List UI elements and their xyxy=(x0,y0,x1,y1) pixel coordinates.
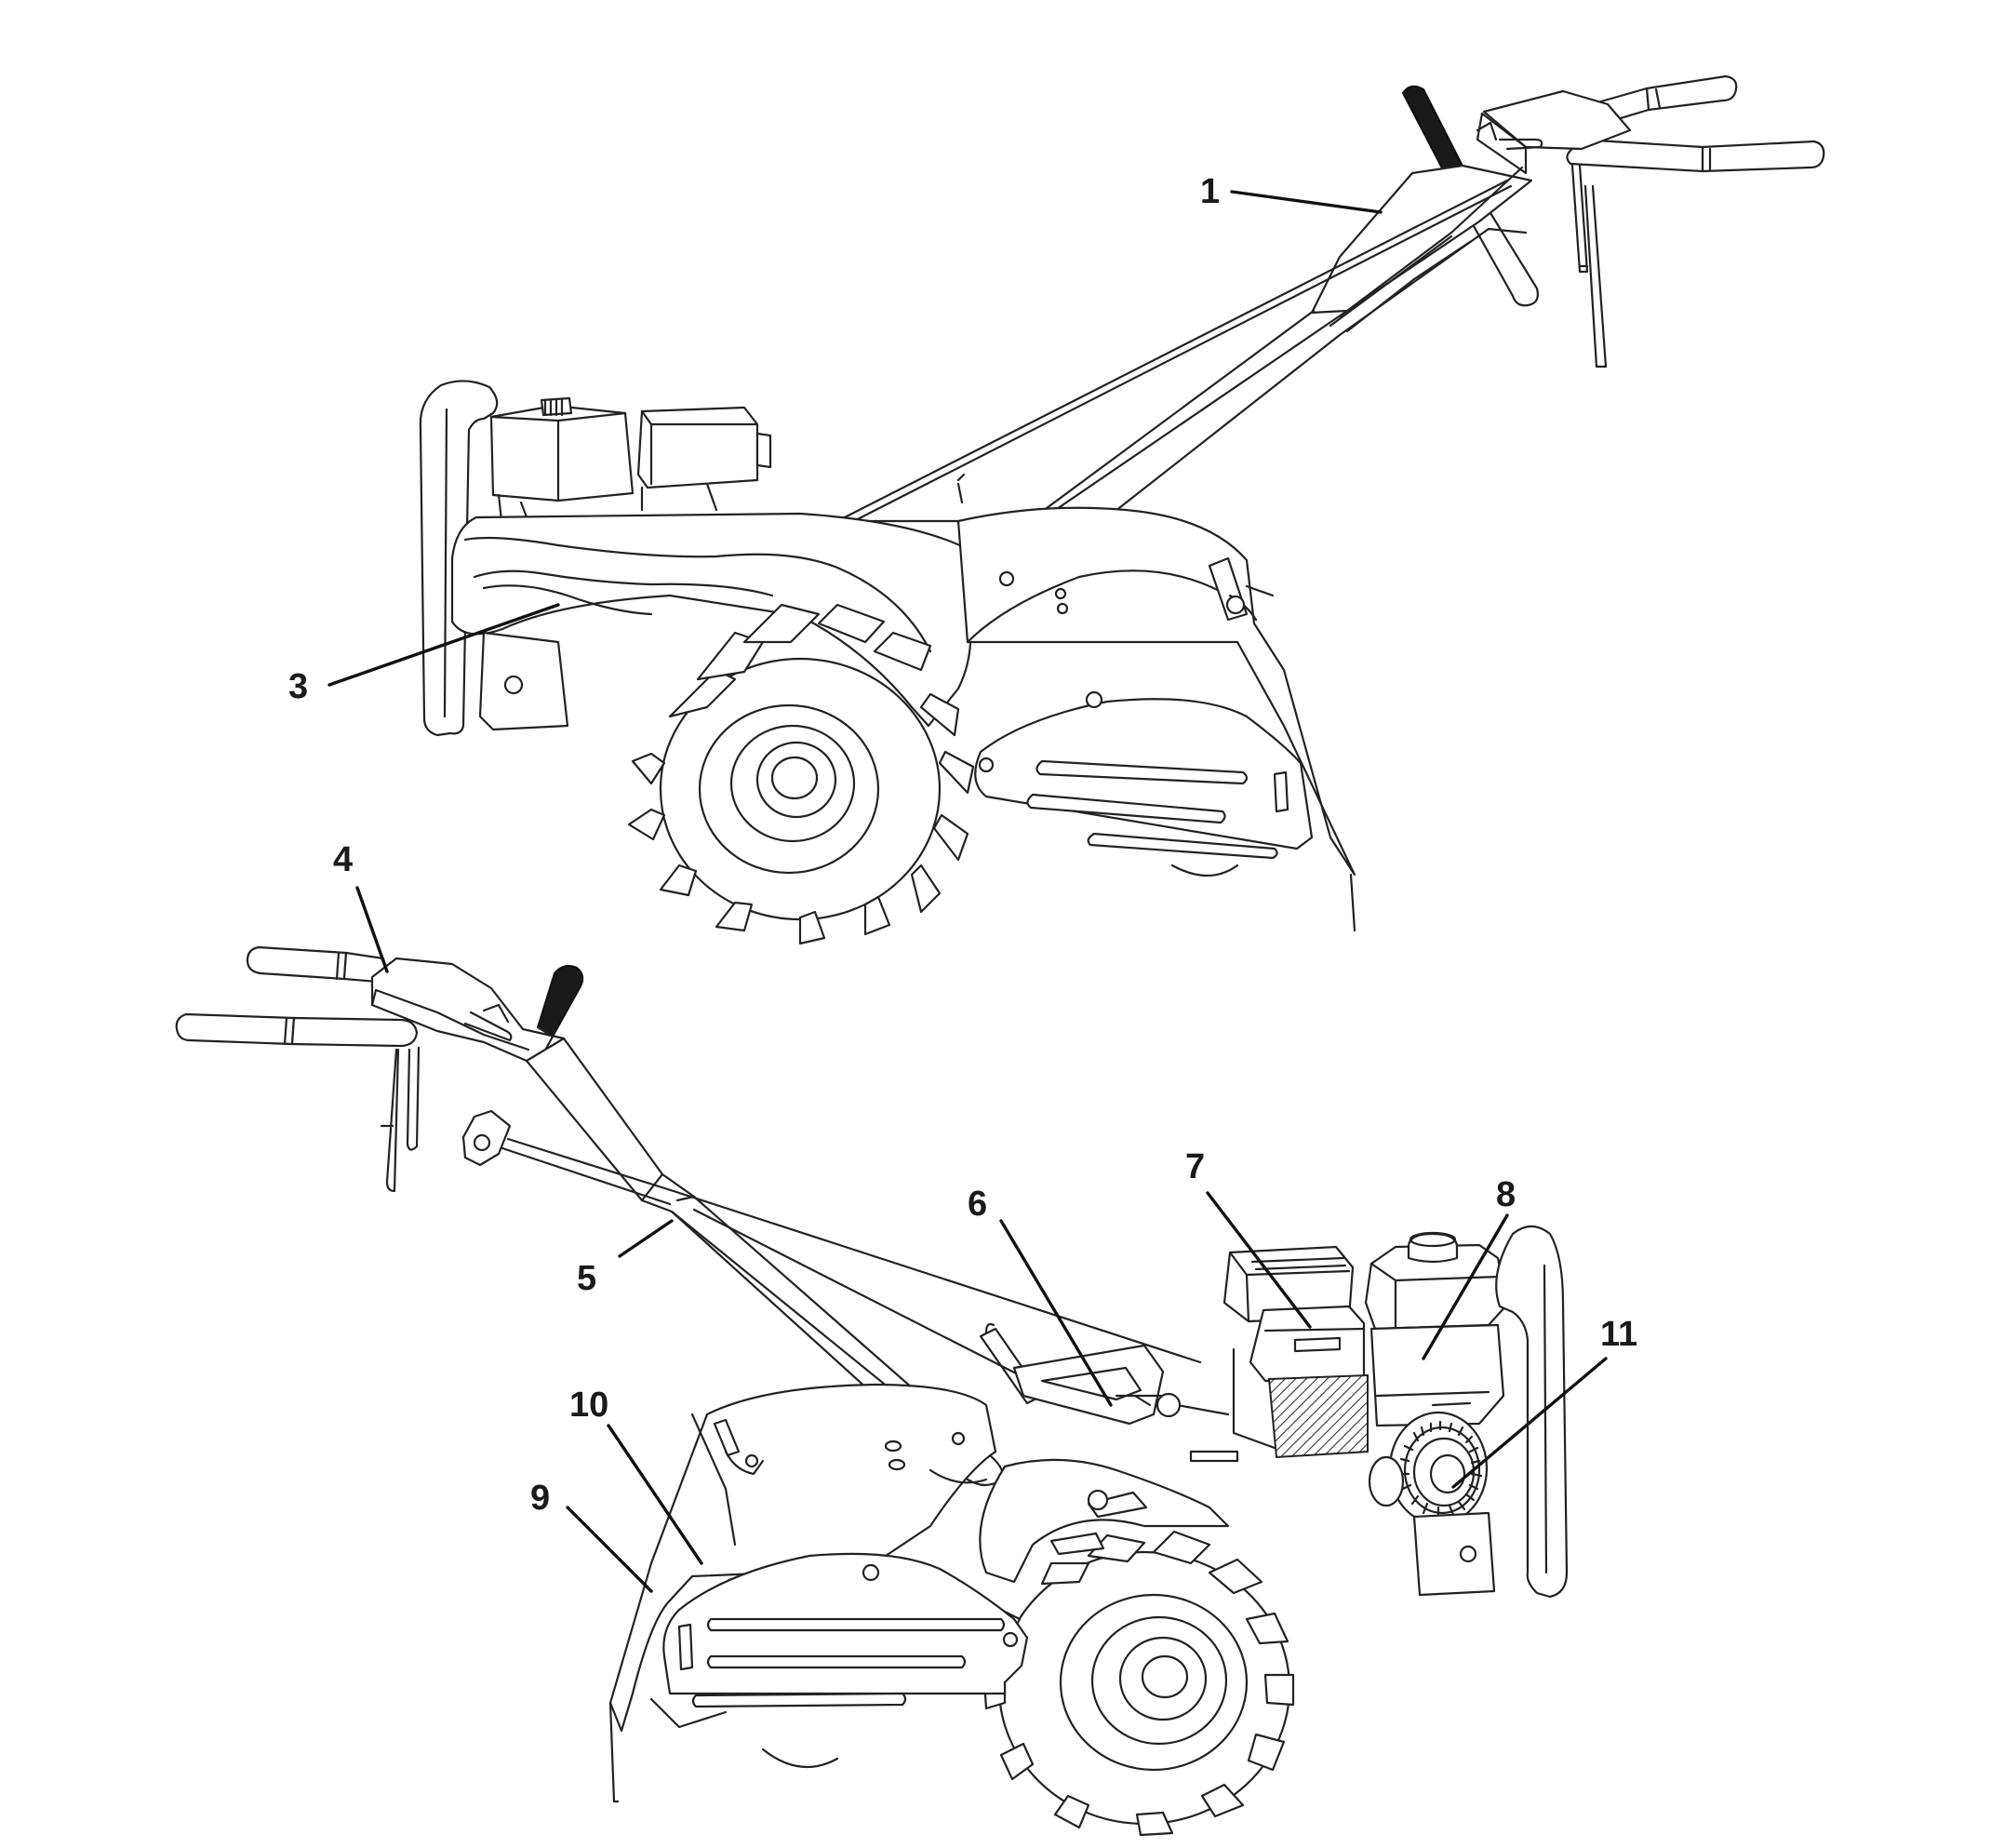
leader-7 xyxy=(1206,1191,1312,1329)
callouts: 1 3 4 5 6 7 8 9 10 11 xyxy=(288,172,1637,1518)
handlebar-top xyxy=(835,74,1825,603)
callout-8: 8 xyxy=(1496,1175,1516,1214)
recoil-starter xyxy=(1368,1411,1489,1526)
engine-top xyxy=(419,380,1356,945)
wheel-bottom xyxy=(982,1530,1295,1837)
callout-10: 10 xyxy=(569,1386,608,1425)
callout-6: 6 xyxy=(968,1185,987,1224)
tiller-bottom-view xyxy=(175,886,1608,1837)
leader-11 xyxy=(1451,1357,1608,1489)
leader-8 xyxy=(1422,1213,1509,1360)
leader-6 xyxy=(999,1219,1113,1407)
callout-4: 4 xyxy=(333,840,353,879)
tiller-top-view xyxy=(327,74,1825,945)
callout-1: 1 xyxy=(1200,172,1220,211)
wheel-top xyxy=(627,603,975,945)
leader-3 xyxy=(327,603,560,687)
callout-5: 5 xyxy=(577,1259,596,1298)
callout-9: 9 xyxy=(530,1479,550,1518)
callout-7: 7 xyxy=(1185,1147,1205,1186)
leader-5 xyxy=(618,1219,674,1258)
leader-10 xyxy=(607,1424,703,1565)
callout-11: 11 xyxy=(1600,1315,1637,1354)
leader-4 xyxy=(355,886,389,973)
engine-bottom xyxy=(608,1225,1569,1837)
leader-9 xyxy=(566,1506,653,1593)
leader-1 xyxy=(1230,190,1383,214)
callout-3: 3 xyxy=(288,667,308,706)
